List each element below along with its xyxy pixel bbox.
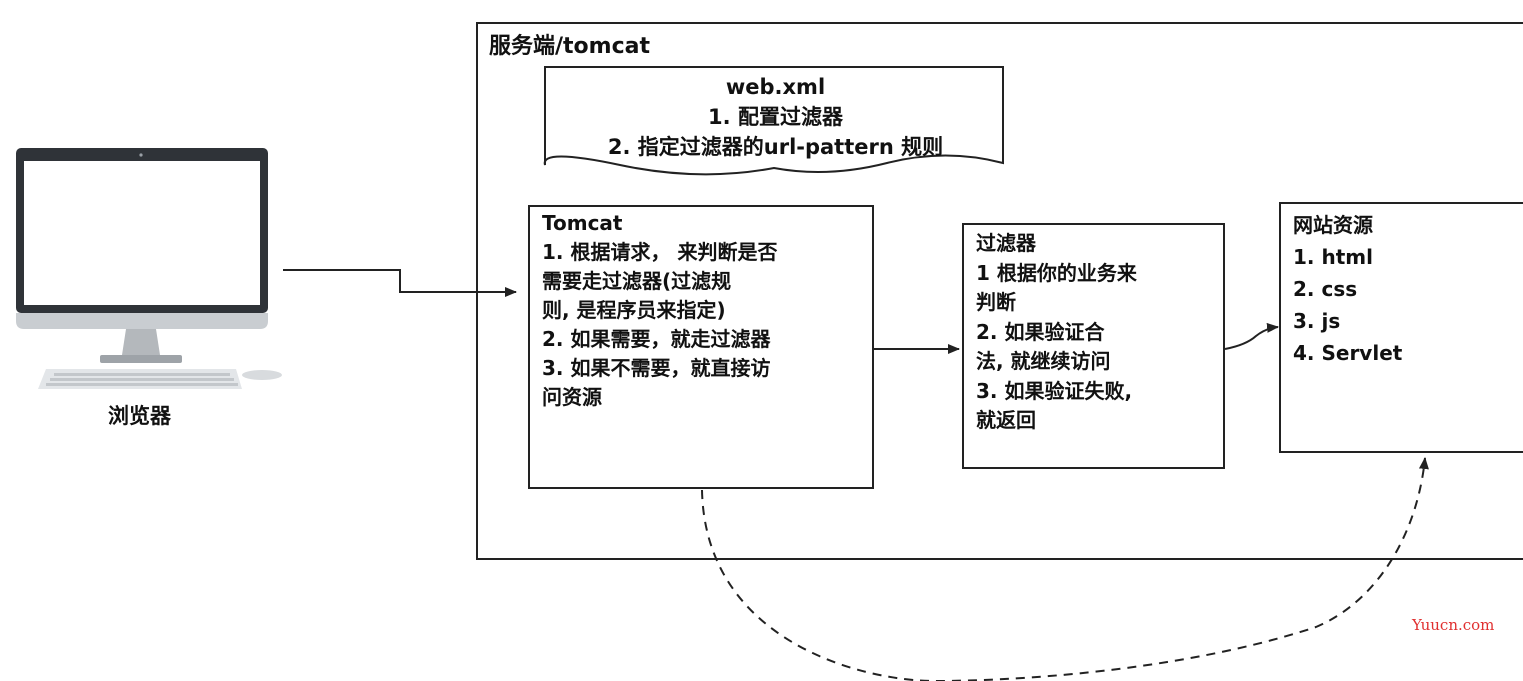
- tomcat-line-4: 2. 如果需要，就走过滤器: [542, 327, 771, 351]
- filter-line-1: 1 根据你的业务来: [976, 260, 1137, 285]
- webxml-title: web.xml: [725, 75, 826, 99]
- resources-item-html: 1. html: [1293, 245, 1373, 269]
- filter-line-4: 法, 就继续访问: [976, 349, 1111, 373]
- server-title: 服务端/tomcat: [489, 34, 650, 59]
- resources-item-css: 2. css: [1293, 277, 1358, 301]
- webxml-text: web.xml 1. 配置过滤器 2. 指定过滤器的url-pattern 规则: [548, 72, 1003, 162]
- filter-line-5: 3. 如果验证失败,: [976, 378, 1133, 403]
- tomcat-line-6: 问资源: [542, 385, 602, 409]
- computer-icon: [16, 148, 282, 389]
- resources-box: [1279, 202, 1523, 453]
- resources-item-js: 3. js: [1293, 309, 1341, 333]
- tomcat-line-5: 3. 如果不需要，就直接访: [542, 356, 771, 380]
- filter-title: 过滤器: [976, 231, 1036, 255]
- webxml-line-1: 1. 配置过滤器: [708, 105, 843, 129]
- filter-line-2: 判断: [976, 290, 1016, 314]
- tomcat-text: Tomcat 1. 根据请求， 来判断是否 需要走过滤器(过滤规 则, 是程序员…: [542, 209, 777, 412]
- webxml-line-2: 2. 指定过滤器的url-pattern 规则: [607, 135, 944, 159]
- resources-title: 网站资源: [1293, 213, 1373, 237]
- tomcat-line-3: 则, 是程序员来指定): [542, 298, 726, 322]
- arrow-tomcat-to-resources-dashed: [701, 457, 1429, 681]
- browser-label: 浏览器: [108, 404, 171, 428]
- filter-box: [962, 223, 1225, 469]
- watermark: Yuucn.com: [1412, 616, 1495, 634]
- filter-text: 过滤器 1 根据你的业务来 判断 2. 如果验证合 法, 就继续访问 3. 如果…: [976, 229, 1137, 436]
- arrow-browser-to-tomcat: [283, 269, 517, 297]
- tomcat-line-1: 1. 根据请求， 来判断是否: [542, 240, 778, 264]
- filter-line-3: 2. 如果验证合: [976, 319, 1105, 344]
- resources-text: 网站资源 1. html 2. css 3. js 4. Servlet: [1293, 209, 1402, 369]
- tomcat-line-2: 需要走过滤器(过滤规: [542, 269, 732, 293]
- webxml-document-shape: [543, 66, 1004, 176]
- arrow-filter-to-resources: [1224, 322, 1279, 350]
- tomcat-box: [528, 205, 874, 489]
- tomcat-title: Tomcat: [542, 211, 623, 235]
- resources-item-servlet: 4. Servlet: [1293, 341, 1403, 365]
- filter-line-6: 就返回: [976, 408, 1036, 432]
